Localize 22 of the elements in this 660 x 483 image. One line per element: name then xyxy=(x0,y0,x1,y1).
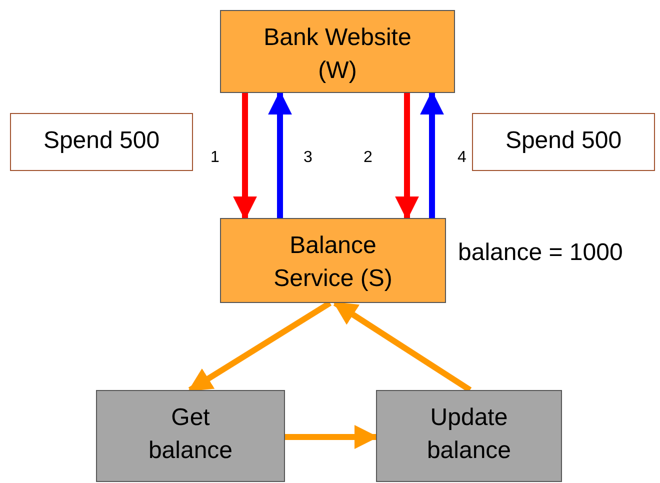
process-box xyxy=(220,10,455,93)
arrow xyxy=(420,90,444,218)
process-box xyxy=(376,390,562,482)
node-label: Bank Website (W) xyxy=(262,23,412,86)
node-label: Spend 500 xyxy=(43,126,160,156)
node-annotation: balance = 1000 xyxy=(458,238,623,268)
arrow xyxy=(285,425,378,449)
node-label: Spend 500 xyxy=(505,126,622,156)
note-box xyxy=(472,113,655,171)
process-box xyxy=(96,390,285,482)
note-box xyxy=(10,113,193,171)
edge-label: 4 xyxy=(458,150,466,166)
arrow xyxy=(268,90,292,218)
arrow xyxy=(395,93,419,220)
node-label: Update balance xyxy=(426,403,512,466)
edge-label: 1 xyxy=(210,150,220,166)
node-label: Get balance xyxy=(147,403,234,466)
edge-label: 2 xyxy=(364,150,372,166)
process-box xyxy=(220,218,446,303)
arrow xyxy=(233,93,257,220)
edge-label: 3 xyxy=(304,150,312,166)
node-label: Balance Service (S) xyxy=(272,231,394,294)
